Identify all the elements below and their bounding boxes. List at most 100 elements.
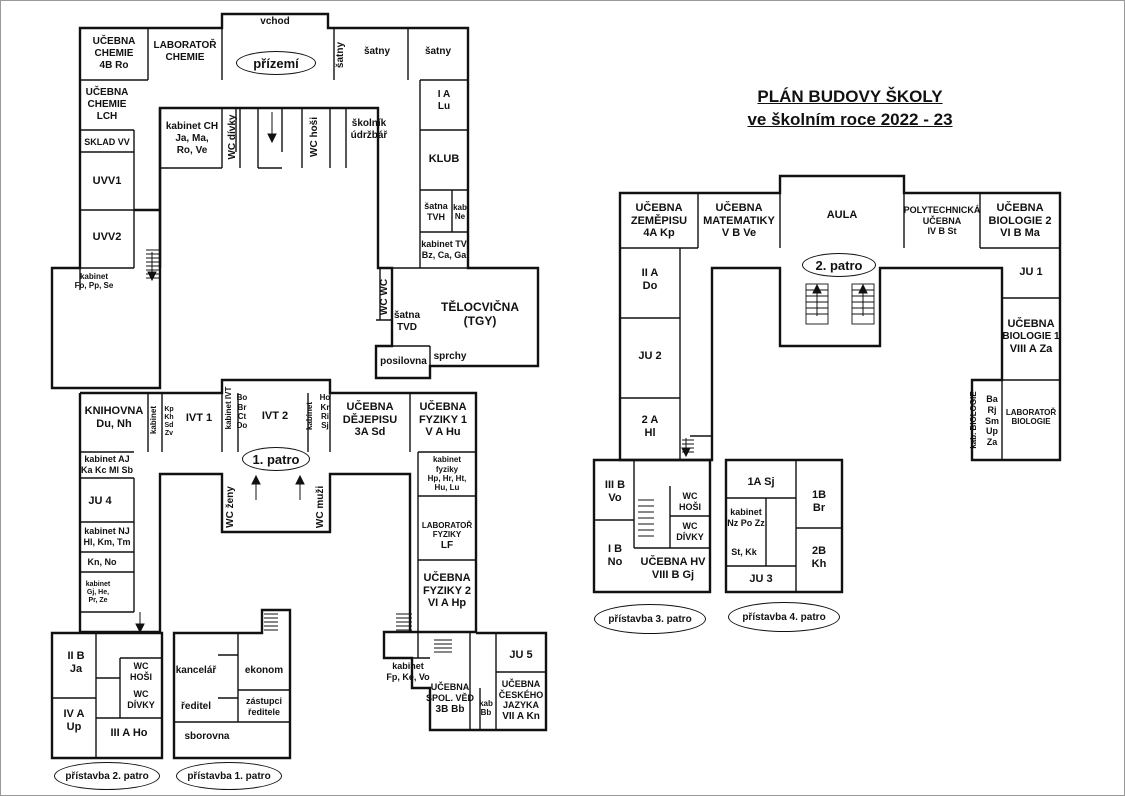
oval-2-patro: 2. patro [802,253,876,277]
room-wc-wc: WC WC [379,278,390,316]
room-kab-biologie: kab. BIOLOGIE [969,391,978,449]
oval-pristavba-1: přístavba 1. patro [176,762,282,790]
room-kabinet-v2: kabinet [305,402,314,431]
stairs-2a [682,439,694,453]
ext1-wall [172,608,292,760]
second-outer-wall [618,174,1062,462]
room-telocvicna: TĚLOCVIČNA(TGY) [441,299,519,328]
stairs-first-east [396,613,412,631]
room-ekonom: ekonom [244,665,284,677]
stairs-east [434,639,452,653]
oval-pristavba-2: přístavba 2. patro [54,762,160,790]
stairs-ext3 [638,499,654,537]
room-ju3: JU 3 [749,572,773,585]
room-wc-zeny: WC ženy [225,486,236,528]
ext3-wall [592,458,712,594]
room-iiia: III A Ho [110,726,148,739]
room-satny-2: šatny [424,46,452,58]
room-kabinet-ivt: kabinet IVT [224,386,233,430]
oval-prizemi: přízemí [236,51,316,75]
room-uvv2: UVV2 [92,230,122,243]
ground-courtyard [134,108,162,268]
room-sklad-vv: SKLAD VV [84,136,130,147]
ext2-wall [50,631,164,760]
room-ivt1: IVT 1 [185,411,213,424]
room-wc-divky: WC dívky [227,114,238,160]
room-klub: KLUB [428,152,460,165]
room-uvv1: UVV1 [92,174,122,187]
title-line-2: ve školním roce 2022 - 23 [747,109,953,129]
room-sprchy: sprchy [433,351,467,363]
room-ju1: JU 1 [1019,265,1043,278]
room-ju2: JU 2 [638,349,662,362]
room-wc-hosi: WC hoši [309,117,320,157]
ext4-wall [724,458,844,594]
room-1a: 1A Sj [747,475,775,488]
room-ju4: JU 4 [88,494,112,507]
room-aula: AULA [826,208,858,221]
room-ivt2: IVT 2 [261,409,289,422]
title-line-1: PLÁN BUDOVY ŠKOLY [757,87,943,106]
room-wc-muzi: WC muži [315,485,326,529]
plan-title: PLÁN BUDOVY ŠKOLY ve školním roce 2022 -… [700,86,1000,132]
oval-pristavba-3: přístavba 3. patro [594,604,706,634]
room-vchod: vchod [260,16,290,28]
room-reditel: ředitel [180,701,211,713]
room-kancelar: kancelář [175,665,217,677]
room-kn-no: Kn, No [87,556,117,567]
ground-outer-wall [50,12,540,390]
room-sborovna: sborovna [184,731,230,743]
room-st-kk: St, Kk [731,546,757,557]
room-kabinet-v1: kabinet [149,406,158,435]
room-ju5: JU 5 [509,648,533,661]
oval-1-patro: 1. patro [242,447,310,471]
room-posilovna: posilovna [380,356,427,368]
